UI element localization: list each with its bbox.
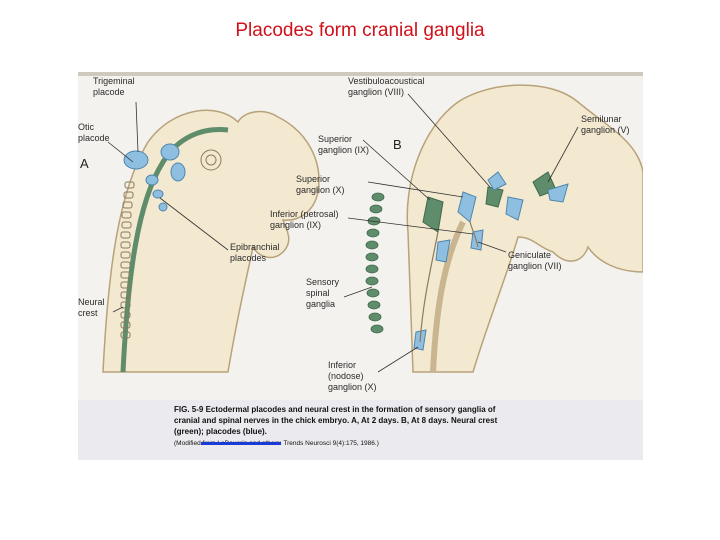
- caption-figure-number: FIG. 5-9: [174, 405, 204, 414]
- panel-b-letter: B: [393, 137, 402, 152]
- placodes-a: [123, 143, 186, 212]
- svg-text:placodes: placodes: [230, 253, 267, 263]
- label-epibranchial-placodes: Epibranchial: [230, 242, 280, 252]
- svg-text:(nodose): (nodose): [328, 371, 364, 381]
- svg-text:ganglion (X): ganglion (X): [328, 382, 377, 392]
- embryo-illustration: Trigeminal placode Otic placode A Epibra…: [78, 72, 643, 392]
- svg-text:ganglion (IX): ganglion (IX): [318, 145, 369, 155]
- label-inferior-nodose-ganglion: Inferior: [328, 360, 356, 370]
- blue-highlight-underline: [201, 442, 281, 445]
- svg-text:placode: placode: [93, 87, 125, 97]
- label-semilunar-ganglion: Semilunar: [581, 114, 622, 124]
- label-superior-ganglion-x: Superior: [296, 174, 330, 184]
- label-superior-ganglion-ix: Superior: [318, 134, 352, 144]
- label-inferior-petrosal-ganglion: Inferior (petrosal): [270, 209, 339, 219]
- svg-text:ganglion (IX): ganglion (IX): [270, 220, 321, 230]
- svg-text:ganglion (X): ganglion (X): [296, 185, 345, 195]
- svg-text:ganglion (VIII): ganglion (VIII): [348, 87, 404, 97]
- svg-text:placode: placode: [78, 133, 110, 143]
- sensory-spinal-ganglia: [365, 192, 385, 334]
- svg-text:ganglia: ganglia: [306, 299, 335, 309]
- panel-b-embryo: Vestibuloacoustical ganglion (VIII) Semi…: [270, 76, 643, 392]
- svg-text:crest: crest: [78, 308, 98, 318]
- caption-line-2: cranial and spinal nerves in the chick e…: [174, 416, 498, 425]
- label-vestibuloacoustical-ganglion: Vestibuloacoustical: [348, 76, 425, 86]
- label-trigeminal-placode: Trigeminal: [93, 76, 135, 86]
- caption-line-1: Ectodermal placodes and neural crest in …: [205, 405, 496, 414]
- eye-a: [200, 149, 222, 171]
- panel-a-letter: A: [80, 156, 89, 171]
- label-neural-crest: Neural: [78, 297, 105, 307]
- embryo-body-b: [406, 84, 643, 373]
- slide-title: Placodes form cranial ganglia: [235, 20, 485, 41]
- panel-a-embryo: Trigeminal placode Otic placode A Epibra…: [78, 76, 320, 373]
- somites-a: [120, 181, 135, 339]
- figure-caption: FIG. 5-9 Ectodermal placodes and neural …: [78, 400, 643, 460]
- label-sensory-spinal-ganglia: Sensory: [306, 277, 340, 287]
- svg-text:ganglion (V): ganglion (V): [581, 125, 630, 135]
- leader-lines-b: [343, 93, 579, 373]
- neural-crest-stripe-a: [120, 126, 229, 373]
- caption-line-3: (green); placodes (blue).: [174, 427, 267, 436]
- label-otic-placode: Otic: [78, 122, 95, 132]
- svg-text:ganglion (VII): ganglion (VII): [508, 261, 562, 271]
- leader-lines-a: [107, 101, 229, 313]
- embryo-figure: Trigeminal placode Otic placode A Epibra…: [78, 72, 643, 460]
- label-geniculate-ganglion: Geniculate: [508, 250, 551, 260]
- svg-text:spinal: spinal: [306, 288, 330, 298]
